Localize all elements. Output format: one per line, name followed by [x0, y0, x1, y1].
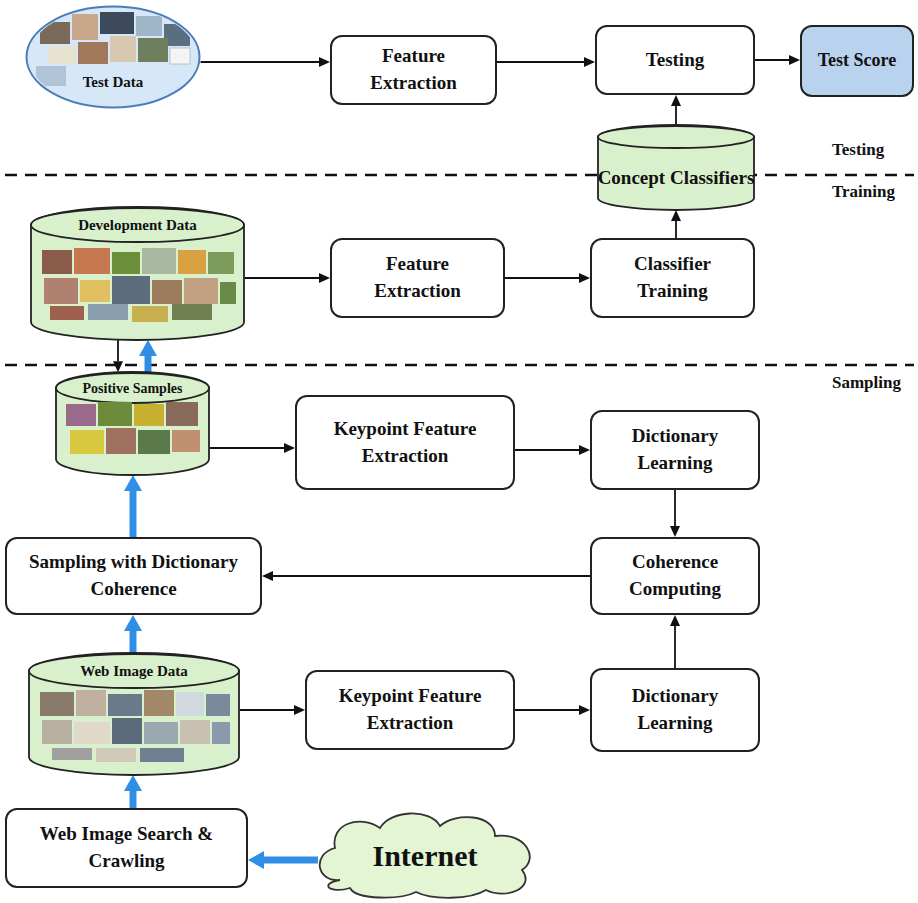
node-text: Positive Samples [83, 379, 183, 399]
node-text: Development Data [78, 215, 197, 236]
stage-label: Sampling [832, 373, 901, 393]
process-box: Dictionary Learning [590, 668, 760, 752]
node-text: Web Image Search & Crawling [17, 821, 236, 875]
node-text: Feature Extraction [342, 251, 493, 305]
connector-arrow [240, 709, 294, 711]
data-store: Positive Samples [55, 372, 210, 475]
flow-arrow [130, 631, 137, 653]
stage-label: Testing [832, 140, 884, 160]
process-box: Coherence Computing [590, 537, 760, 615]
connector-arrow [515, 449, 579, 451]
stage-divider [5, 364, 914, 367]
web-thumbnails [40, 690, 230, 762]
data-store: Development Data [30, 207, 245, 340]
test-thumbnails [36, 12, 190, 86]
stage-label: Training [832, 182, 895, 202]
flow-arrow [145, 356, 152, 372]
stage-divider [5, 174, 914, 177]
node-text: Sampling with Dictionary Coherence [24, 549, 244, 603]
model-store: Concept Classifiers [597, 125, 755, 210]
development-thumbnails [42, 248, 236, 322]
node-text: Dictionary Learning [602, 423, 748, 477]
node-text: Test Score [818, 48, 897, 74]
process-box: Dictionary Learning [590, 410, 760, 490]
connector-arrow [675, 221, 677, 238]
flow-arrow [130, 491, 137, 537]
connector-arrow [674, 626, 676, 668]
internet-cloud: Internet [310, 808, 540, 900]
connector-arrow [674, 490, 676, 526]
process-box: Feature Extraction [330, 238, 505, 318]
connector-arrow [245, 277, 319, 279]
flow-arrow [264, 857, 318, 864]
process-box: Web Image Search & Crawling [5, 808, 248, 888]
node-text: Web Image Data [80, 661, 188, 682]
node-text: Feature Extraction [342, 43, 485, 97]
connector-arrow [675, 106, 677, 125]
connector-arrow [515, 709, 579, 711]
node-text: Coherence Computing [602, 549, 748, 603]
result-box: Test Score [800, 25, 914, 97]
connector-arrow [505, 277, 579, 279]
ellipse-outline [25, 5, 201, 109]
data-store: Web Image Data [28, 653, 240, 775]
node-text: Internet [373, 835, 478, 878]
node-text: Classifier Training [602, 251, 743, 305]
node-text: Keypoint Feature Extraction [307, 416, 503, 470]
connector-arrow [497, 61, 584, 63]
node-text: Test Data [83, 72, 144, 93]
connector-arrow [273, 575, 590, 577]
connector-arrow [755, 59, 789, 61]
process-box: Sampling with Dictionary Coherence [5, 537, 262, 615]
process-box: Keypoint Feature Extraction [305, 670, 515, 750]
node-text: Concept Classifiers [598, 165, 755, 192]
connector-arrow [210, 447, 284, 449]
node-text: Testing [646, 47, 704, 74]
process-box: Testing [595, 25, 755, 95]
process-box: Feature Extraction [330, 35, 497, 105]
process-box: Classifier Training [590, 238, 755, 318]
node-text: Dictionary Learning [602, 683, 748, 737]
connector-arrow [201, 61, 319, 63]
data-ellipse: Test Data [25, 5, 201, 109]
node-text: Keypoint Feature Extraction [317, 683, 503, 737]
process-box: Keypoint Feature Extraction [295, 395, 515, 490]
positive-thumbnails [66, 402, 200, 454]
connector-arrow [117, 340, 119, 362]
flow-arrow [130, 791, 137, 808]
